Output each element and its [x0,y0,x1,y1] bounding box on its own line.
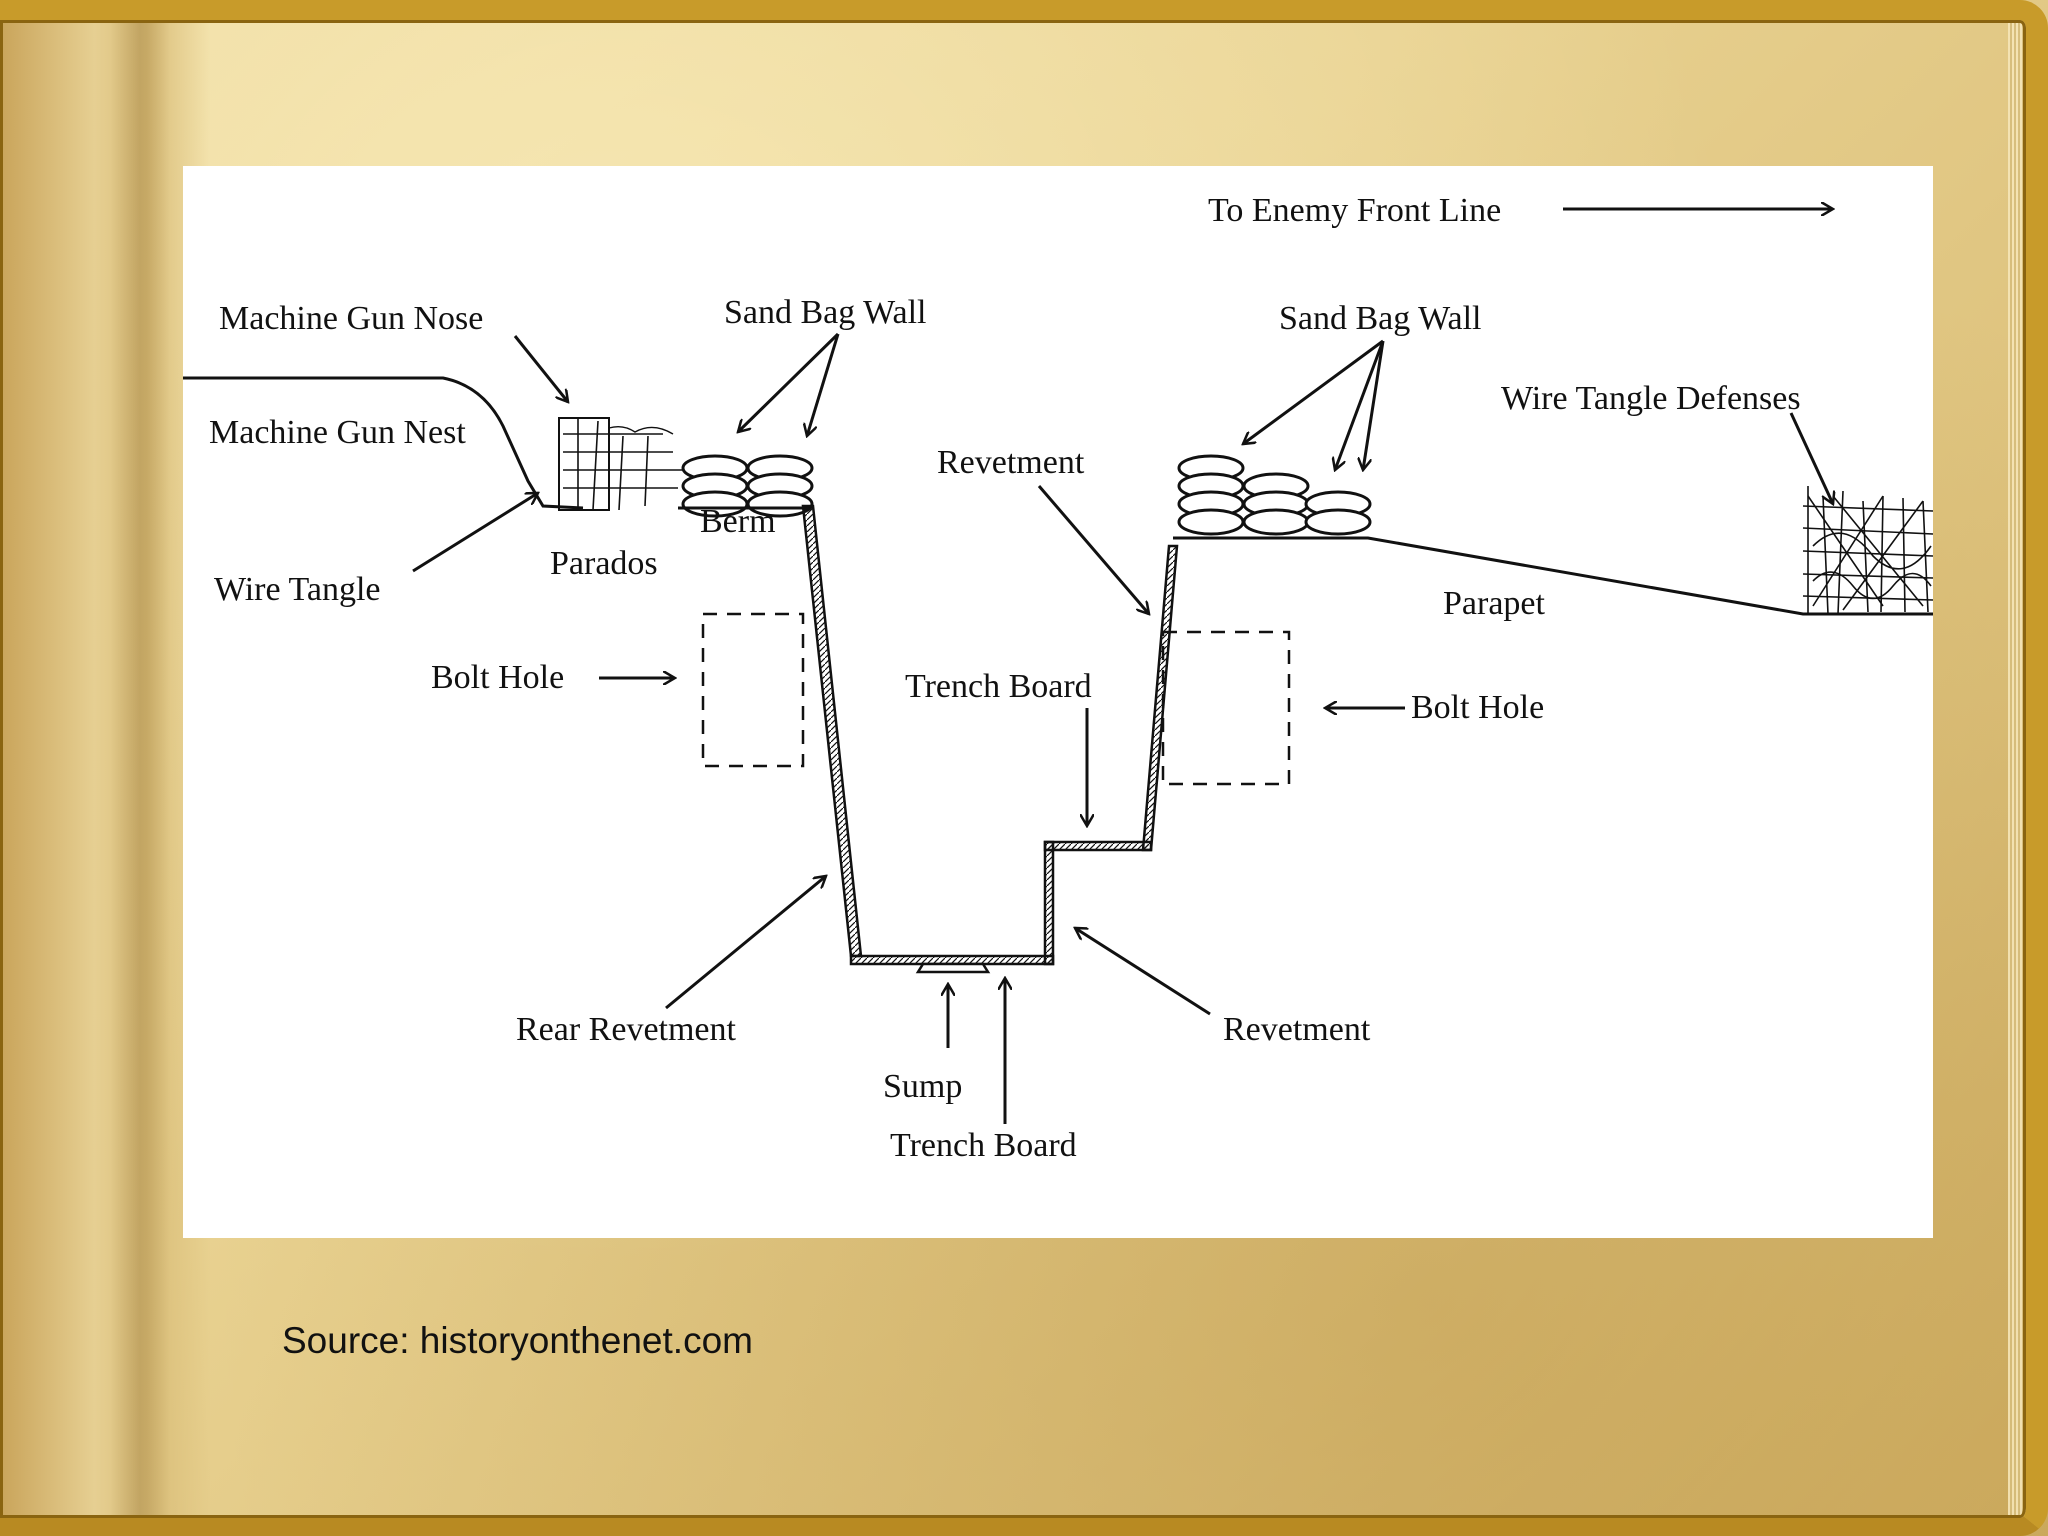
label-machine-gun-nose: Machine Gun Nose [219,300,483,337]
label-bolt-hole-left: Bolt Hole [431,659,564,696]
arrow-mg-nose [513,335,568,402]
arrow-sandbag-right-c [1363,340,1385,470]
sandbags-left [681,454,814,518]
machine-gun-nest-shape [558,417,683,511]
label-parapet: Parapet [1443,585,1546,622]
label-rear-revetment: Rear Revetment [516,1011,737,1048]
bolt-hole-left-shape [701,612,805,768]
arrow-wire-defenses [1789,412,1833,504]
label-parados: Parados [550,545,658,582]
arrow-sandbag-left-b [807,333,840,436]
arrow-sandbag-right-b [1335,340,1385,470]
label-bolt-hole-right: Bolt Hole [1411,689,1544,726]
label-revetment-top: Revetment [937,444,1085,481]
label-sand-bag-wall-right: Sand Bag Wall [1279,300,1482,337]
sandbags-right [1177,454,1372,536]
arrow-revetment-top [1037,485,1149,614]
arrow-sandbag-right-a [1243,339,1384,444]
label-wire-tangle: Wire Tangle [214,571,381,608]
spine-shadow [110,0,170,1536]
label-sump: Sump [883,1068,962,1105]
book-spine [0,0,210,1536]
arrow-sandbag-left-a [738,332,840,432]
parapet-ground [1173,536,1933,616]
front-revetment-lower [1043,840,1055,966]
front-revetment-upper [1141,544,1179,852]
arrow-revetment-bottom [1075,928,1211,1016]
arrow-wire-tangle [412,493,538,573]
label-sand-bag-wall-left: Sand Bag Wall [724,294,927,331]
label-berm: Berm [700,503,776,540]
wire-tangle-defenses-shape [1802,486,1933,615]
label-machine-gun-nest: Machine Gun Nest [209,414,466,451]
ground-left [183,376,584,510]
trench-diagram: To Enemy Front Line Machine Gun Nose San… [183,192,1933,1164]
bolt-hole-right-shape [1161,630,1291,786]
arrow-rear-revetment [665,876,826,1010]
fire-step-board [1043,840,1153,852]
page-edges [2008,20,2026,1518]
label-trench-board-bottom: Trench Board [890,1127,1077,1164]
sump-shape [915,962,991,974]
label-wire-tangle-defenses: Wire Tangle Defenses [1501,380,1801,417]
label-trench-board-mid: Trench Board [905,668,1092,705]
source-caption: Source: historyonthenet.com [282,1320,753,1361]
label-to-enemy-front-line: To Enemy Front Line [1208,192,1501,229]
label-revetment-bottom: Revetment [1223,1011,1371,1048]
trench-diagram-panel: To Enemy Front Line Machine Gun Nose San… [183,166,1933,1238]
